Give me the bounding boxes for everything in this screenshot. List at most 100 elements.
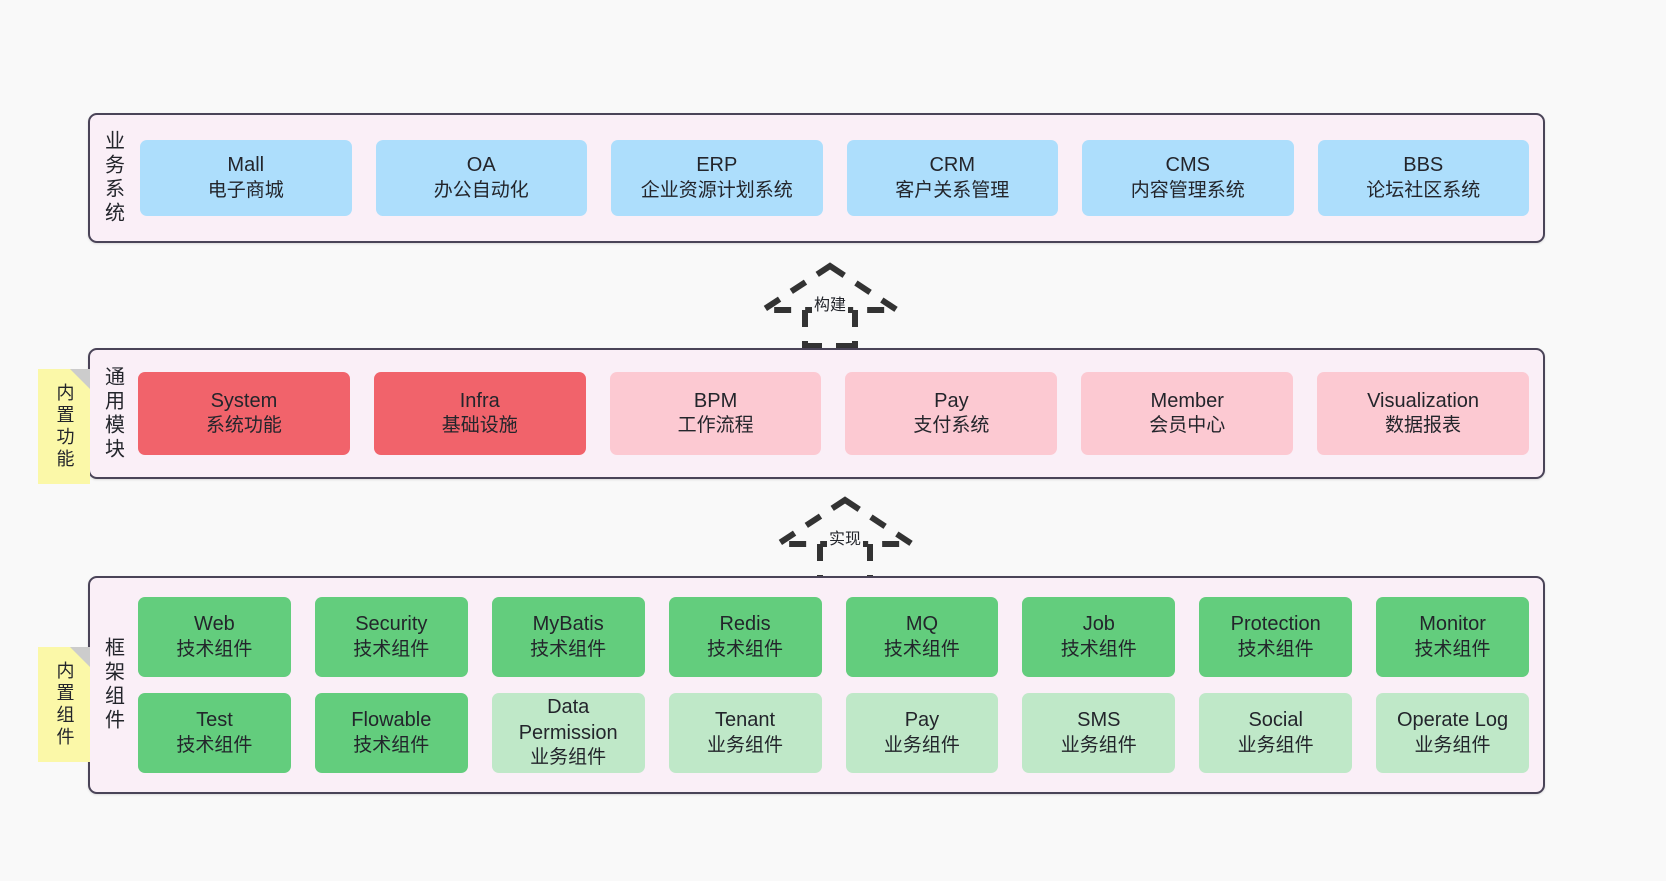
card-subtitle: 办公自动化 (433, 179, 529, 201)
card-title: Member (1150, 389, 1224, 412)
card-flowable[interactable]: Flowable 技术组件 (314, 693, 468, 773)
card-title: Tenant (715, 709, 776, 732)
card-subtitle: 技术组件 (353, 638, 430, 660)
card-subtitle: 支付系统 (913, 415, 990, 437)
layer-title-framework-component: 框架组件 (101, 637, 124, 733)
connector-label: 实现 (826, 525, 864, 549)
card-mybatis[interactable]: MyBatis 技术组件 (491, 597, 645, 677)
card-operate-log[interactable]: Operate Log 业务组件 (1376, 693, 1529, 773)
card-subtitle: 业务组件 (1060, 734, 1137, 756)
card-subtitle: 内容管理系统 (1130, 179, 1245, 201)
card-title: System (210, 389, 278, 412)
card-social[interactable]: Social 业务组件 (1199, 693, 1353, 773)
card-test[interactable]: Test 技术组件 (138, 693, 291, 773)
card-erp[interactable]: ERP 企业资源计划系统 (611, 140, 823, 216)
connector-implement: 实现 (760, 492, 930, 582)
card-subtitle: 电子商城 (207, 179, 284, 201)
card-infra[interactable]: Infra 基础设施 (373, 372, 586, 455)
layer-title-common-module: 通用模块 (101, 365, 124, 462)
card-title: Redis (719, 613, 771, 636)
card-pay[interactable]: Pay 支付系统 (845, 372, 1058, 455)
card-title: Pay (934, 389, 969, 412)
card-title: Test (196, 709, 233, 732)
page-fold-icon (70, 369, 90, 389)
card-title: Pay (904, 709, 940, 732)
sticky-note-label: 内置组件 (54, 660, 75, 749)
card-title: Social (1248, 709, 1303, 732)
card-subtitle: 业务组件 (1414, 734, 1491, 756)
card-subtitle: 业务组件 (707, 734, 784, 756)
card-subtitle: 技术组件 (176, 734, 253, 756)
card-row: Test 技术组件 Flowable 技术组件 Data Permission … (138, 693, 1529, 773)
card-title: Infra (459, 389, 500, 412)
card-visualization[interactable]: Visualization 数据报表 (1317, 372, 1529, 455)
card-crm[interactable]: CRM 客户关系管理 (846, 140, 1058, 216)
card-member[interactable]: Member 会员中心 (1081, 372, 1294, 455)
card-oa[interactable]: OA 办公自动化 (375, 140, 587, 216)
card-title: MQ (905, 613, 939, 636)
sticky-note-label: 内置功能 (54, 382, 75, 471)
card-mq[interactable]: MQ 技术组件 (845, 597, 999, 677)
card-subtitle: 数据报表 (1385, 415, 1462, 437)
card-system[interactable]: System 系统功能 (138, 372, 350, 455)
card-subtitle: 论坛社区系统 (1366, 179, 1481, 201)
card-bbs[interactable]: BBS 论坛社区系统 (1317, 140, 1529, 216)
sticky-note-builtin-component: 内置组件 (38, 647, 90, 762)
card-pay-business[interactable]: Pay 业务组件 (845, 693, 999, 773)
sticky-note-builtin-function: 内置功能 (38, 369, 90, 484)
card-title: Monitor (1419, 613, 1486, 636)
card-security[interactable]: Security 技术组件 (314, 597, 468, 677)
card-title: OA (466, 154, 496, 177)
card-title: BPM (693, 389, 738, 412)
card-subtitle: 工作流程 (677, 415, 754, 437)
layer-title-business-system: 业务系统 (101, 130, 124, 226)
card-title: Visualization (1367, 389, 1480, 412)
card-subtitle: 会员中心 (1149, 415, 1226, 437)
card-title: Operate Log (1396, 709, 1509, 732)
card-subtitle: 技术组件 (1237, 638, 1314, 660)
card-subtitle: 技术组件 (353, 734, 430, 756)
card-title: SMS (1077, 709, 1121, 732)
card-title: Protection (1230, 613, 1321, 636)
card-subtitle: 技术组件 (530, 638, 607, 660)
card-job[interactable]: Job 技术组件 (1022, 597, 1176, 677)
card-title: MyBatis (532, 613, 604, 636)
card-web[interactable]: Web 技术组件 (138, 597, 291, 677)
layer-body-business-system: Mall 电子商城 OA 办公自动化 ERP 企业资源计划系统 CRM 客户关系… (134, 115, 1543, 241)
card-title: Job (1082, 613, 1115, 636)
card-subtitle: 业务组件 (1237, 734, 1314, 756)
card-row: Mall 电子商城 OA 办公自动化 ERP 企业资源计划系统 CRM 客户关系… (140, 140, 1529, 216)
card-redis[interactable]: Redis 技术组件 (668, 597, 822, 677)
card-row: System 系统功能 Infra 基础设施 BPM 工作流程 Pay 支付系统… (138, 372, 1529, 455)
card-title: Security (355, 613, 428, 636)
page-fold-icon (70, 647, 90, 667)
card-title: Web (194, 613, 235, 636)
card-sms[interactable]: SMS 业务组件 (1022, 693, 1176, 773)
card-title: CRM (929, 154, 976, 177)
card-title: ERP (696, 154, 738, 177)
connector-build: 构建 (745, 258, 915, 348)
card-subtitle: 技术组件 (1060, 638, 1137, 660)
card-data-permission[interactable]: Data Permission 业务组件 (491, 693, 645, 773)
card-subtitle: 技术组件 (883, 638, 960, 660)
card-subtitle: 基础设施 (441, 415, 518, 437)
card-subtitle: 业务组件 (883, 734, 960, 756)
generalization-arrow-icon (752, 262, 908, 348)
card-bpm[interactable]: BPM 工作流程 (609, 372, 822, 455)
card-monitor[interactable]: Monitor 技术组件 (1376, 597, 1529, 677)
card-title: Flowable (351, 709, 432, 732)
card-cms[interactable]: CMS 内容管理系统 (1082, 140, 1294, 216)
card-mall[interactable]: Mall 电子商城 (140, 140, 352, 216)
layer-common-module: 通用模块 System 系统功能 Infra 基础设施 BPM 工作流程 Pay… (88, 348, 1545, 479)
card-row: Web 技术组件 Security 技术组件 MyBatis 技术组件 Redi… (138, 597, 1529, 677)
card-subtitle: 客户关系管理 (895, 179, 1010, 201)
card-title: BBS (1403, 154, 1444, 177)
card-protection[interactable]: Protection 技术组件 (1199, 597, 1353, 677)
card-subtitle: 技术组件 (176, 638, 253, 660)
card-subtitle: 技术组件 (1414, 638, 1491, 660)
card-subtitle: 技术组件 (707, 638, 784, 660)
card-subtitle: 系统功能 (205, 415, 282, 437)
card-title: CMS (1165, 154, 1210, 177)
layer-body-framework-component: Web 技术组件 Security 技术组件 MyBatis 技术组件 Redi… (134, 578, 1543, 792)
card-tenant[interactable]: Tenant 业务组件 (668, 693, 822, 773)
